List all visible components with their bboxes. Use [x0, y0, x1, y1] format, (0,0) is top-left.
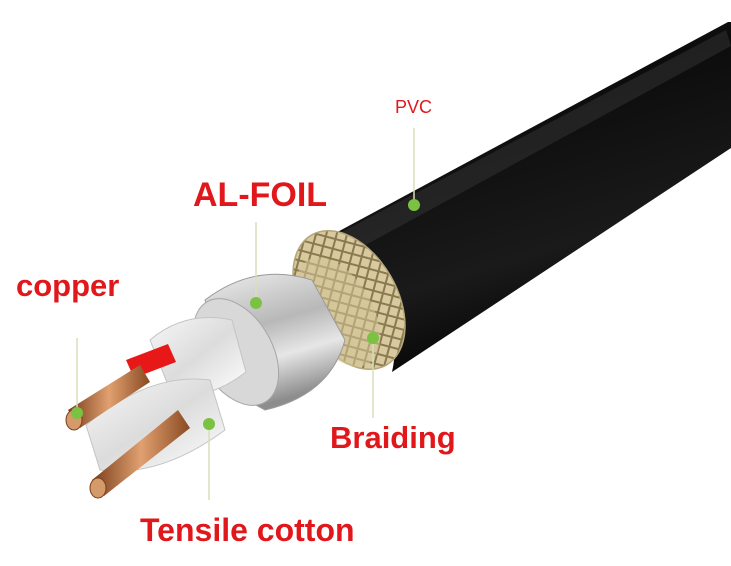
marker-dot-braiding [367, 332, 379, 344]
marker-dot-al-foil [250, 297, 262, 309]
label-braiding: Braiding [330, 420, 456, 455]
label-al-foil: AL-FOIL [193, 176, 328, 214]
pvc-jacket-highlight [338, 30, 731, 248]
copper-tip-lower [89, 477, 107, 499]
marker-dot-copper [71, 407, 83, 419]
pvc-jacket [330, 22, 731, 372]
copper-conductor-lower [92, 410, 190, 496]
marker-dot-tensile-cotton [203, 418, 215, 430]
label-tensile-cotton: Tensile cotton [140, 512, 355, 548]
copper-conductor-upper [68, 365, 150, 428]
marker-dot-pvc [408, 199, 420, 211]
label-pvc: PVC [395, 97, 433, 117]
label-copper: copper [16, 268, 120, 303]
